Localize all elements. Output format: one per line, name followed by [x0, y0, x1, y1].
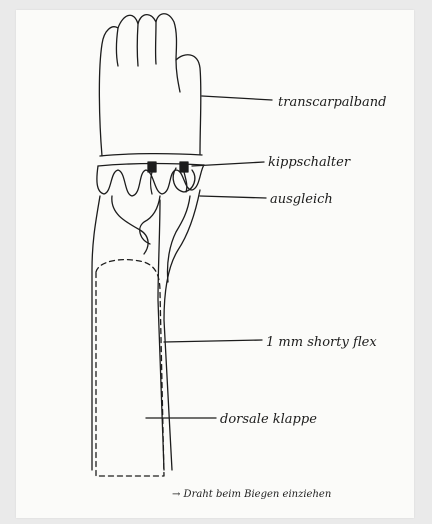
hand-outline	[99, 14, 201, 156]
label-shorty-flex: 1 mm shorty flex	[266, 335, 377, 350]
label-dorsale-klappe: dorsale klappe	[220, 412, 317, 427]
switch-wire-1	[151, 172, 153, 194]
inner-band-mid	[140, 196, 160, 244]
inner-band-left	[112, 196, 148, 254]
thumb-line	[176, 60, 180, 92]
leader-ausgleich	[200, 196, 266, 198]
finger-line-2	[137, 24, 138, 66]
leader-transcarpal	[202, 96, 272, 100]
switch-body-2	[180, 162, 188, 172]
dorsal-flap-outline	[96, 260, 164, 476]
switch-body-1	[148, 162, 156, 172]
label-kippschalter: kippschalter	[268, 155, 351, 170]
label-ausgleich: ausgleich	[270, 192, 333, 207]
outer-wire-right	[164, 190, 200, 470]
leader-kippschalter	[192, 162, 264, 166]
label-draht-note: → Draht beim Biegen einziehen	[172, 489, 331, 500]
label-transcarpal-band: transcarpalband	[278, 95, 386, 110]
leader-flex	[164, 340, 262, 342]
inner-band-right	[167, 196, 190, 282]
transcarpal-band-top	[100, 154, 202, 156]
finger-line-1	[117, 28, 119, 66]
